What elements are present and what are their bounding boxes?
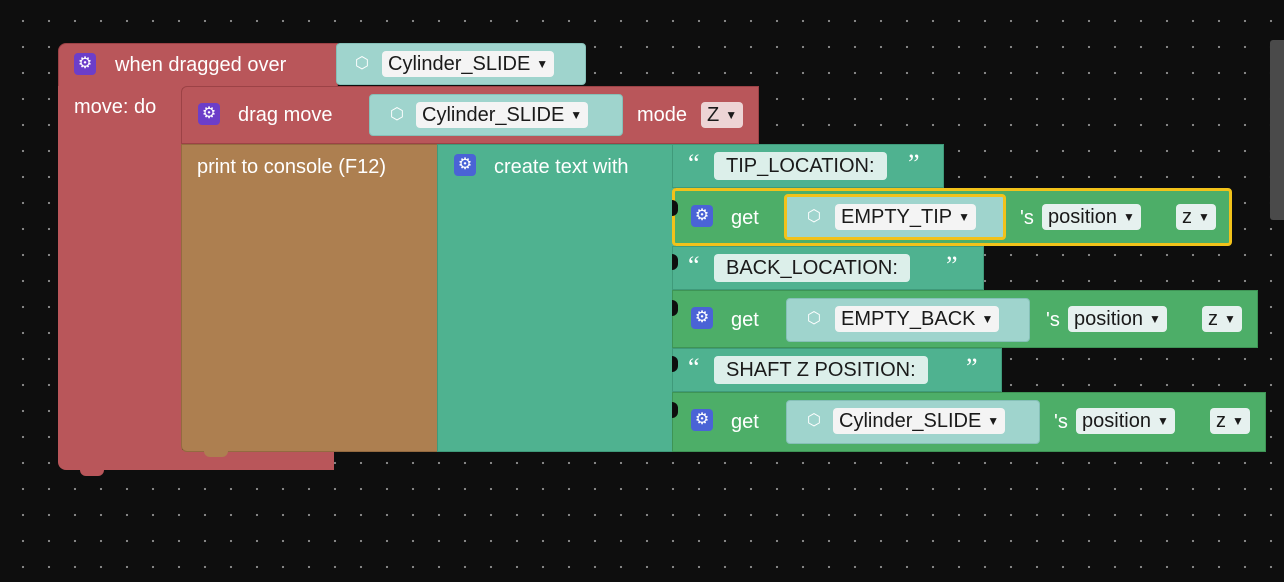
event-block-label: when dragged over xyxy=(115,54,287,76)
axis-value: z xyxy=(1182,206,1192,228)
gear-icon[interactable]: ⚙ xyxy=(454,154,476,176)
axis-value: z xyxy=(1216,410,1226,432)
axis-dropdown[interactable]: z▼ xyxy=(1202,306,1242,332)
get-object-value: EMPTY_TIP xyxy=(841,206,953,228)
input-notch xyxy=(672,356,678,372)
workspace-scrollbar[interactable] xyxy=(1270,40,1284,220)
create-text-label: create text with xyxy=(494,156,629,178)
mode-value: Z xyxy=(707,104,720,126)
chevron-down-icon: ▼ xyxy=(536,57,549,71)
possessive-label: 's xyxy=(1046,309,1060,331)
property-value: position xyxy=(1082,410,1151,432)
gear-icon[interactable]: ⚙ xyxy=(198,103,220,125)
chevron-down-icon: ▼ xyxy=(981,312,994,326)
get-object-value: EMPTY_BACK xyxy=(841,308,976,330)
event-block-bottom-tab xyxy=(80,468,104,476)
gear-icon[interactable]: ⚙ xyxy=(691,205,713,227)
chevron-down-icon: ▼ xyxy=(1122,210,1135,224)
drag-object-value: Cylinder_SLIDE xyxy=(422,104,565,126)
drag-move-label: drag move xyxy=(238,104,333,126)
chevron-down-icon: ▼ xyxy=(958,210,971,224)
get-label: get xyxy=(731,309,759,331)
cube-icon: ⬡ xyxy=(807,310,821,327)
mode-dropdown[interactable]: Z▼ xyxy=(701,102,744,128)
axis-dropdown[interactable]: z▼ xyxy=(1210,408,1250,434)
text-literal-field[interactable]: TIP_LOCATION: xyxy=(714,152,887,180)
chevron-down-icon: ▼ xyxy=(725,108,738,122)
cube-icon: ⬡ xyxy=(807,412,821,429)
property-dropdown[interactable]: position ▼ xyxy=(1042,204,1141,230)
event-block-spine xyxy=(58,86,182,470)
gear-icon[interactable]: ⚙ xyxy=(691,307,713,329)
close-quote-icon: ” xyxy=(908,149,920,178)
cube-icon: ⬡ xyxy=(355,55,369,72)
chevron-down-icon: ▼ xyxy=(1148,312,1161,326)
chevron-down-icon: ▼ xyxy=(1224,312,1236,326)
mode-label: mode xyxy=(637,104,688,126)
event-block-footer xyxy=(120,450,334,470)
event-object-value: Cylinder_SLIDE xyxy=(388,53,531,75)
chevron-down-icon: ▼ xyxy=(987,414,1000,428)
cube-icon: ⬡ xyxy=(807,208,821,225)
event-block-header[interactable] xyxy=(58,43,338,89)
axis-value: z xyxy=(1208,308,1218,330)
print-block-body[interactable] xyxy=(181,144,439,452)
input-notch xyxy=(672,254,678,270)
chevron-down-icon: ▼ xyxy=(1156,414,1169,428)
get-label: get xyxy=(731,411,759,433)
possessive-label: 's xyxy=(1054,411,1068,433)
print-block-bottom-tab xyxy=(204,450,228,457)
chevron-down-icon: ▼ xyxy=(570,108,583,122)
possessive-label: 's xyxy=(1020,207,1034,229)
axis-dropdown[interactable]: z▼ xyxy=(1176,204,1216,230)
event-object-dropdown[interactable]: Cylinder_SLIDE ▼ xyxy=(382,51,555,77)
close-quote-icon: ” xyxy=(946,251,958,280)
get-object-value: Cylinder_SLIDE xyxy=(839,410,982,432)
open-quote-icon: “ xyxy=(688,353,700,382)
property-dropdown[interactable]: position ▼ xyxy=(1076,408,1175,434)
get-object-dropdown[interactable]: EMPTY_TIP ▼ xyxy=(835,204,977,230)
do-label: move: do xyxy=(74,96,157,118)
close-quote-icon: ” xyxy=(966,353,978,382)
open-quote-icon: “ xyxy=(688,251,700,280)
gear-icon[interactable]: ⚙ xyxy=(691,409,713,431)
text-literal-field[interactable]: SHAFT Z POSITION: xyxy=(714,356,928,384)
get-object-dropdown[interactable]: Cylinder_SLIDE ▼ xyxy=(833,408,1006,434)
input-notch xyxy=(672,300,678,316)
get-object-dropdown[interactable]: EMPTY_BACK ▼ xyxy=(835,306,1000,332)
property-value: position xyxy=(1048,206,1117,228)
get-label: get xyxy=(731,207,759,229)
property-dropdown[interactable]: position ▼ xyxy=(1068,306,1167,332)
open-quote-icon: “ xyxy=(688,149,700,178)
print-block-label: print to console (F12) xyxy=(197,156,386,178)
drag-object-dropdown[interactable]: Cylinder_SLIDE ▼ xyxy=(416,102,589,128)
chevron-down-icon: ▼ xyxy=(1232,414,1244,428)
chevron-down-icon: ▼ xyxy=(1198,210,1210,224)
text-literal-field[interactable]: BACK_LOCATION: xyxy=(714,254,910,282)
property-value: position xyxy=(1074,308,1143,330)
create-text-body[interactable] xyxy=(437,144,675,452)
input-notch xyxy=(672,200,678,216)
cube-icon: ⬡ xyxy=(390,106,404,123)
input-notch xyxy=(672,402,678,418)
gear-icon[interactable]: ⚙ xyxy=(74,53,96,75)
